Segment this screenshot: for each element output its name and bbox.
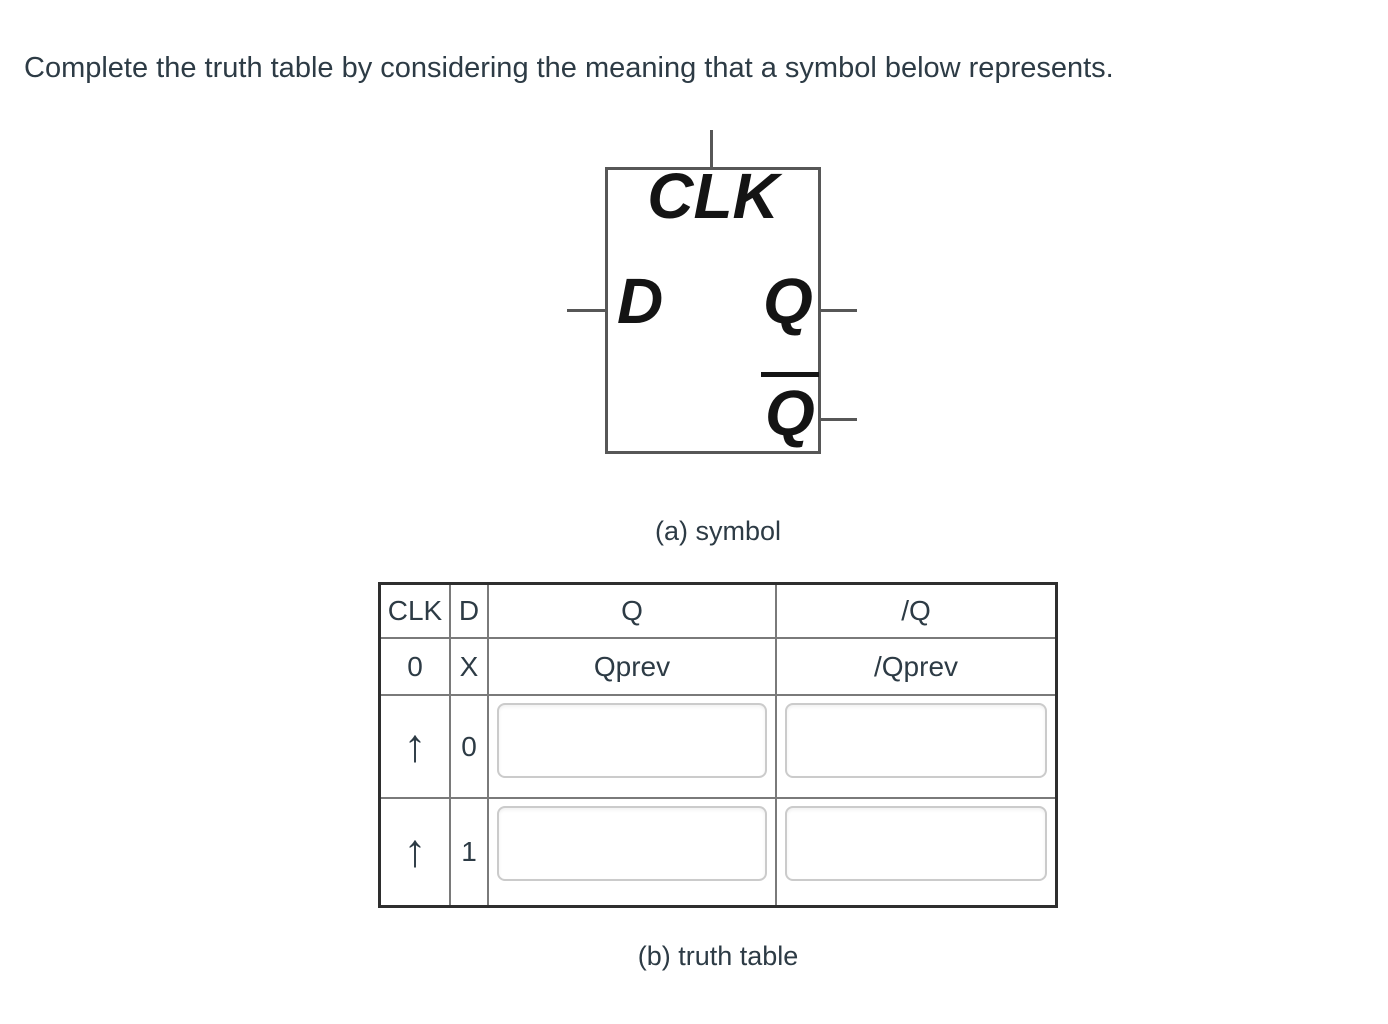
qbar-overline: Q [761,372,819,445]
symbol-caption: (a) symbol [654,516,782,546]
header-q: Q [489,585,777,639]
row2-clk-arrow-icon: ↑ [381,799,451,905]
header-d: D [451,585,489,639]
truth-table-caption: (b) truth table [637,941,799,971]
clk-wire-stub [710,130,713,167]
row1-qn-input[interactable] [785,703,1047,778]
flip-flop-box [605,167,821,454]
row1-q-input[interactable] [497,703,767,778]
qbar-wire-stub [821,418,857,421]
header-clk: CLK [381,585,451,639]
q-label: Q [763,265,813,337]
row2-d: 1 [451,799,489,905]
header-qn: /Q [777,585,1055,639]
row1-clk-arrow-icon: ↑ [381,696,451,799]
question-text: Complete the truth table by considering … [24,52,1114,84]
row2-qn-input[interactable] [785,806,1047,881]
q-wire-stub [821,309,857,312]
row2-q-input[interactable] [497,806,767,881]
qbar-label: Q [761,372,819,445]
row2-q-cell [489,799,777,905]
row0-qn: /Qprev [777,639,1055,696]
row2-qn-cell [777,799,1055,905]
d-wire-stub [567,309,605,312]
d-label: D [617,265,664,337]
row0-q: Qprev [489,639,777,696]
row0-d: X [451,639,489,696]
row1-qn-cell [777,696,1055,799]
row1-q-cell [489,696,777,799]
truth-table: CLK D Q /Q 0 X Qprev /Qprev ↑ 0 ↑ 1 [378,582,1058,908]
row1-d: 0 [451,696,489,799]
clk-label: CLK [647,160,779,232]
row0-clk: 0 [381,639,451,696]
